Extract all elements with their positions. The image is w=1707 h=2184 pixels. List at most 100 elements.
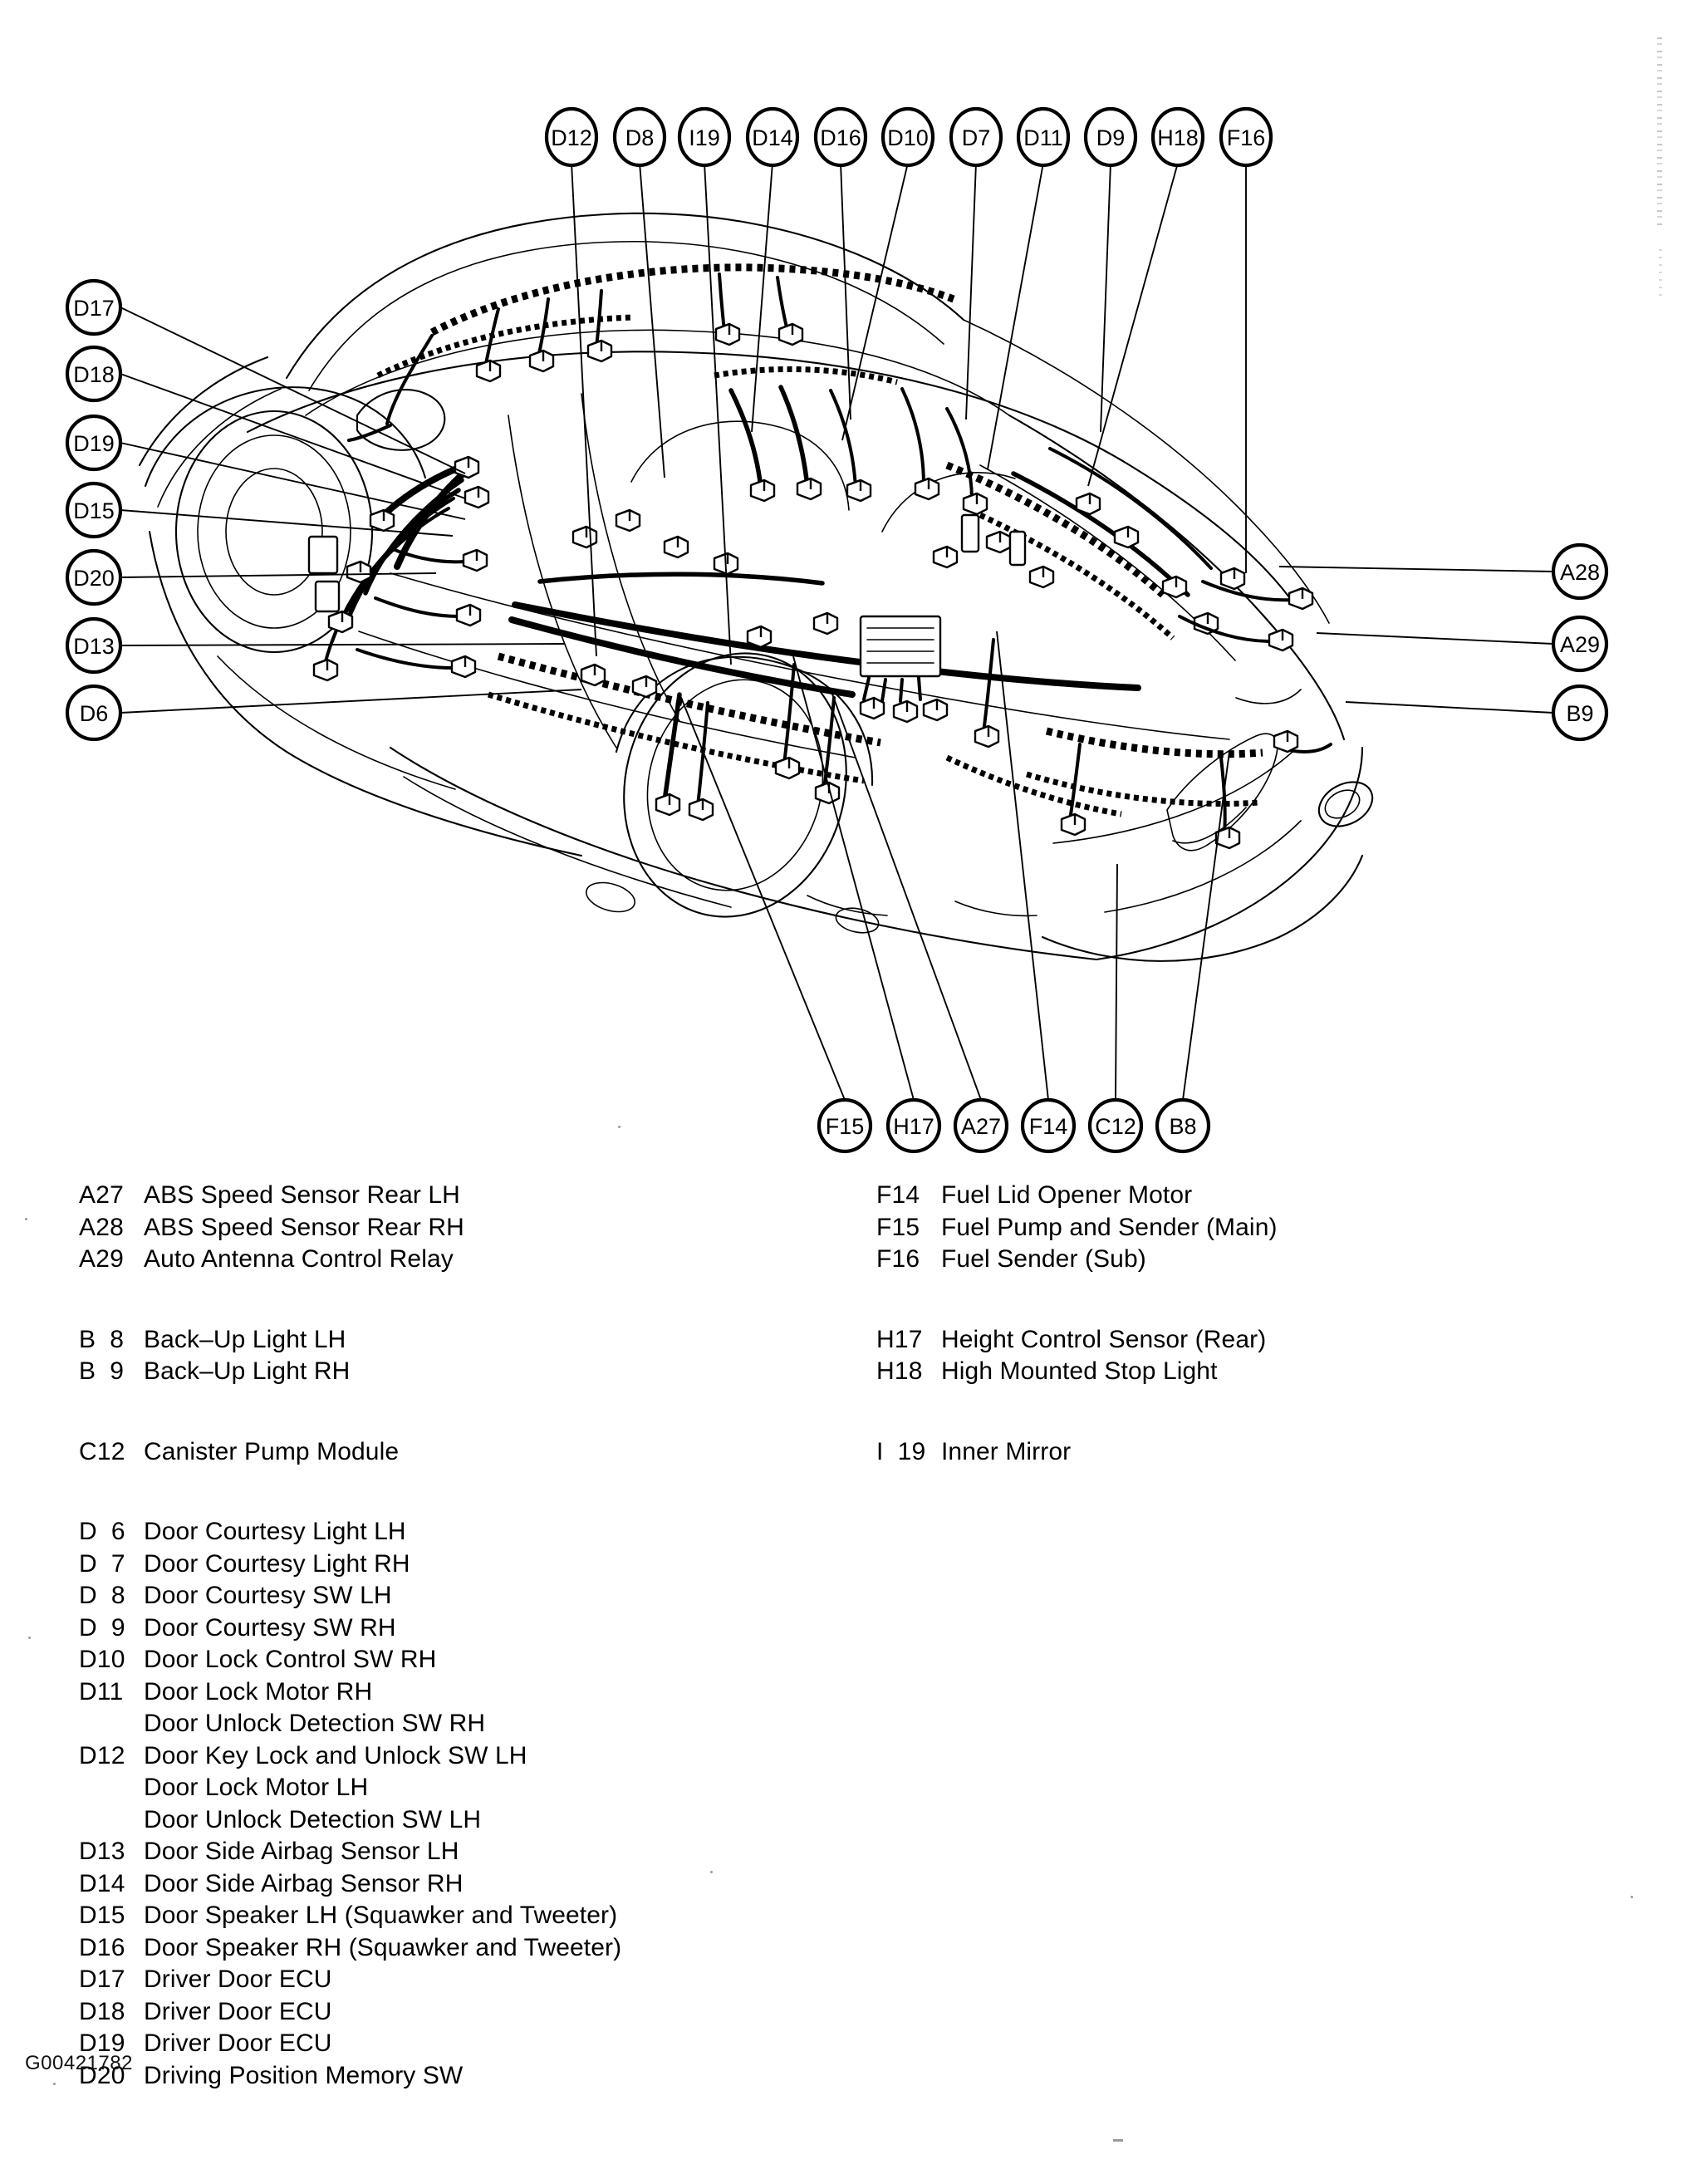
legend-code: D14 — [79, 1869, 125, 1897]
legend-desc: Fuel Pump and Sender (Main) — [941, 1213, 1278, 1241]
scan-speck — [1113, 2139, 1123, 2142]
legend-desc: High Mounted Stop Light — [941, 1357, 1218, 1385]
callout-H18[interactable]: H18 — [1150, 106, 1205, 168]
callout-label: C12 — [1095, 1114, 1136, 1139]
callout-D13[interactable]: D13 — [65, 616, 123, 675]
callout-F16[interactable]: F16 — [1219, 106, 1273, 168]
legend-desc: Door Unlock Detection SW LH — [144, 1805, 482, 1833]
legend-row: F15 Fuel Pump and Sender (Main) — [876, 1212, 1624, 1244]
callout-D10[interactable]: D10 — [880, 106, 935, 168]
legend-code: D 6 — [79, 1518, 125, 1545]
callout-D14[interactable]: D14 — [745, 106, 800, 168]
legend-desc: Height Control Sensor (Rear) — [941, 1325, 1267, 1353]
legend-spacer — [876, 1388, 1624, 1436]
callout-D15[interactable]: D15 — [65, 481, 123, 539]
callout-F15[interactable]: F15 — [817, 1097, 873, 1154]
callout-H17[interactable]: H17 — [885, 1097, 942, 1154]
callout-D8[interactable]: D8 — [612, 106, 667, 168]
legend-row: D16 Door Speaker RH (Squawker and Tweeter… — [79, 1932, 827, 1965]
legend-code: H18 — [876, 1357, 923, 1385]
callout-D20[interactable]: D20 — [65, 548, 123, 606]
callout-label: D14 — [752, 125, 793, 150]
callout-D11[interactable]: D11 — [1016, 106, 1071, 168]
legend-desc: Door Lock Motor LH — [144, 1774, 369, 1801]
legend-desc: ABS Speed Sensor Rear RH — [144, 1213, 464, 1241]
callout-B9[interactable]: B9 — [1551, 684, 1609, 742]
legend-desc: Driver Door ECU — [144, 1997, 332, 2025]
legend-spacer — [79, 1276, 827, 1324]
callout-bubbles: D12 D8 I19 D14 D16 D10 — [65, 106, 1609, 1154]
callout-I19[interactable]: I19 — [677, 106, 732, 168]
legend-row: H18 High Mounted Stop Light — [876, 1356, 1624, 1388]
callout-label: D18 — [73, 362, 115, 387]
legend-desc: Door Courtesy SW RH — [144, 1613, 396, 1642]
callout-D18[interactable]: D18 — [65, 345, 123, 403]
legend-code: F15 — [876, 1213, 920, 1241]
scan-speck — [1631, 1896, 1633, 1898]
legend-desc: Auto Antenna Control Relay — [144, 1245, 454, 1273]
callout-label: D7 — [962, 125, 991, 150]
legend-code: C12 — [79, 1437, 125, 1465]
callout-label: D12 — [551, 125, 592, 150]
legend-row: D19 Driver Door ECU — [79, 2028, 827, 2060]
callout-D9[interactable]: D9 — [1083, 106, 1138, 168]
callout-C12[interactable]: C12 — [1087, 1097, 1144, 1154]
car-body-outline — [138, 212, 1374, 962]
callout-F14[interactable]: F14 — [1020, 1097, 1077, 1154]
legend-code: B 9 — [79, 1357, 125, 1385]
callout-D16[interactable]: D16 — [813, 106, 868, 168]
leader-lines — [120, 162, 1554, 1101]
callout-label: D19 — [73, 431, 115, 456]
legend-spacer — [79, 1468, 827, 1516]
callout-D17[interactable]: D17 — [65, 278, 123, 336]
callout-label: D8 — [625, 125, 655, 150]
wiring-harness — [307, 263, 1332, 850]
callout-D6[interactable]: D6 — [65, 684, 123, 742]
legend-desc: Driver Door ECU — [144, 2029, 332, 2057]
legend-desc: Door Lock Motor RH — [144, 1677, 373, 1705]
callout-label: D6 — [80, 701, 109, 726]
callout-label: F15 — [826, 1114, 865, 1139]
callout-label: D15 — [73, 498, 115, 523]
callout-A27[interactable]: A27 — [953, 1097, 1009, 1154]
legend-code: D16 — [79, 1933, 125, 1961]
callout-D19[interactable]: D19 — [65, 414, 123, 472]
document-footer-code: G00421782 — [25, 2052, 133, 2074]
callout-A29[interactable]: A29 — [1551, 615, 1609, 673]
legend-code: D10 — [79, 1646, 125, 1673]
scan-speck — [710, 1871, 713, 1873]
legend-code: D19 — [79, 2029, 125, 2057]
legend-code: D 7 — [79, 1549, 125, 1578]
legend-code: D15 — [79, 1902, 125, 1929]
legend-code: D 8 — [79, 1582, 125, 1609]
callout-A28[interactable]: A28 — [1551, 542, 1609, 601]
callout-label: I19 — [689, 125, 720, 150]
callout-label: F16 — [1227, 125, 1266, 150]
legend-desc: Door Side Airbag Sensor RH — [144, 1869, 464, 1897]
legend-row-continuation: Door Unlock Detection SW RH — [79, 1708, 827, 1740]
callout-label: H17 — [893, 1114, 934, 1139]
callout-D7[interactable]: D7 — [949, 106, 1003, 168]
callout-label: A29 — [1560, 632, 1600, 657]
callout-B8[interactable]: B8 — [1155, 1097, 1211, 1154]
scan-speck — [53, 2083, 56, 2085]
callout-D12[interactable]: D12 — [544, 106, 599, 168]
legend-spacer — [876, 1276, 1624, 1324]
legend-desc: Door Speaker RH (Squawker and Tweeter) — [144, 1933, 622, 1961]
legend-desc: Door Courtesy Light RH — [144, 1549, 410, 1578]
legend-code: D11 — [79, 1677, 124, 1705]
legend-desc: Driving Position Memory SW — [144, 2061, 464, 2089]
legend-row-continuation: Door Lock Motor LH — [79, 1772, 827, 1804]
